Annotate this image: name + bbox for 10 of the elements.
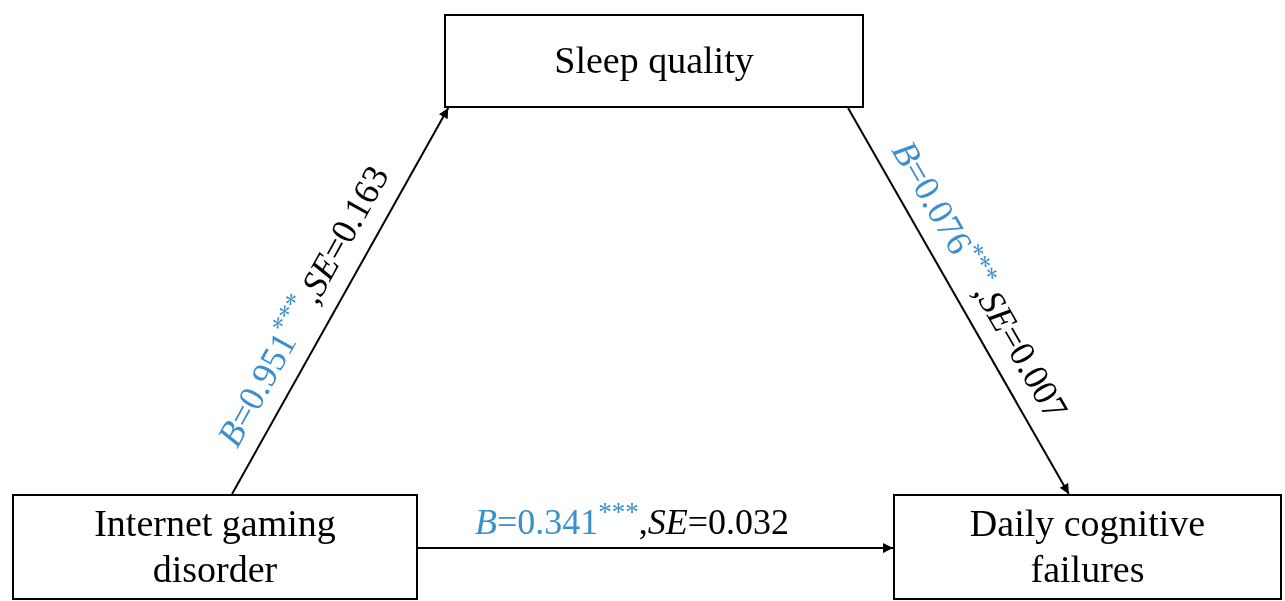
node-label: Sleep quality xyxy=(554,38,754,84)
arrow xyxy=(417,543,894,554)
process-box xyxy=(893,494,1282,600)
edge-label: B=0.341$^{***}$,SE=0.032 xyxy=(474,504,790,540)
arrow xyxy=(231,107,450,495)
process-box xyxy=(12,494,418,600)
node-label: Daily cognitive failures xyxy=(968,501,1207,592)
arrow xyxy=(847,107,1070,495)
process-box xyxy=(444,14,864,108)
node-label: Internet gaming disorder xyxy=(93,501,337,592)
